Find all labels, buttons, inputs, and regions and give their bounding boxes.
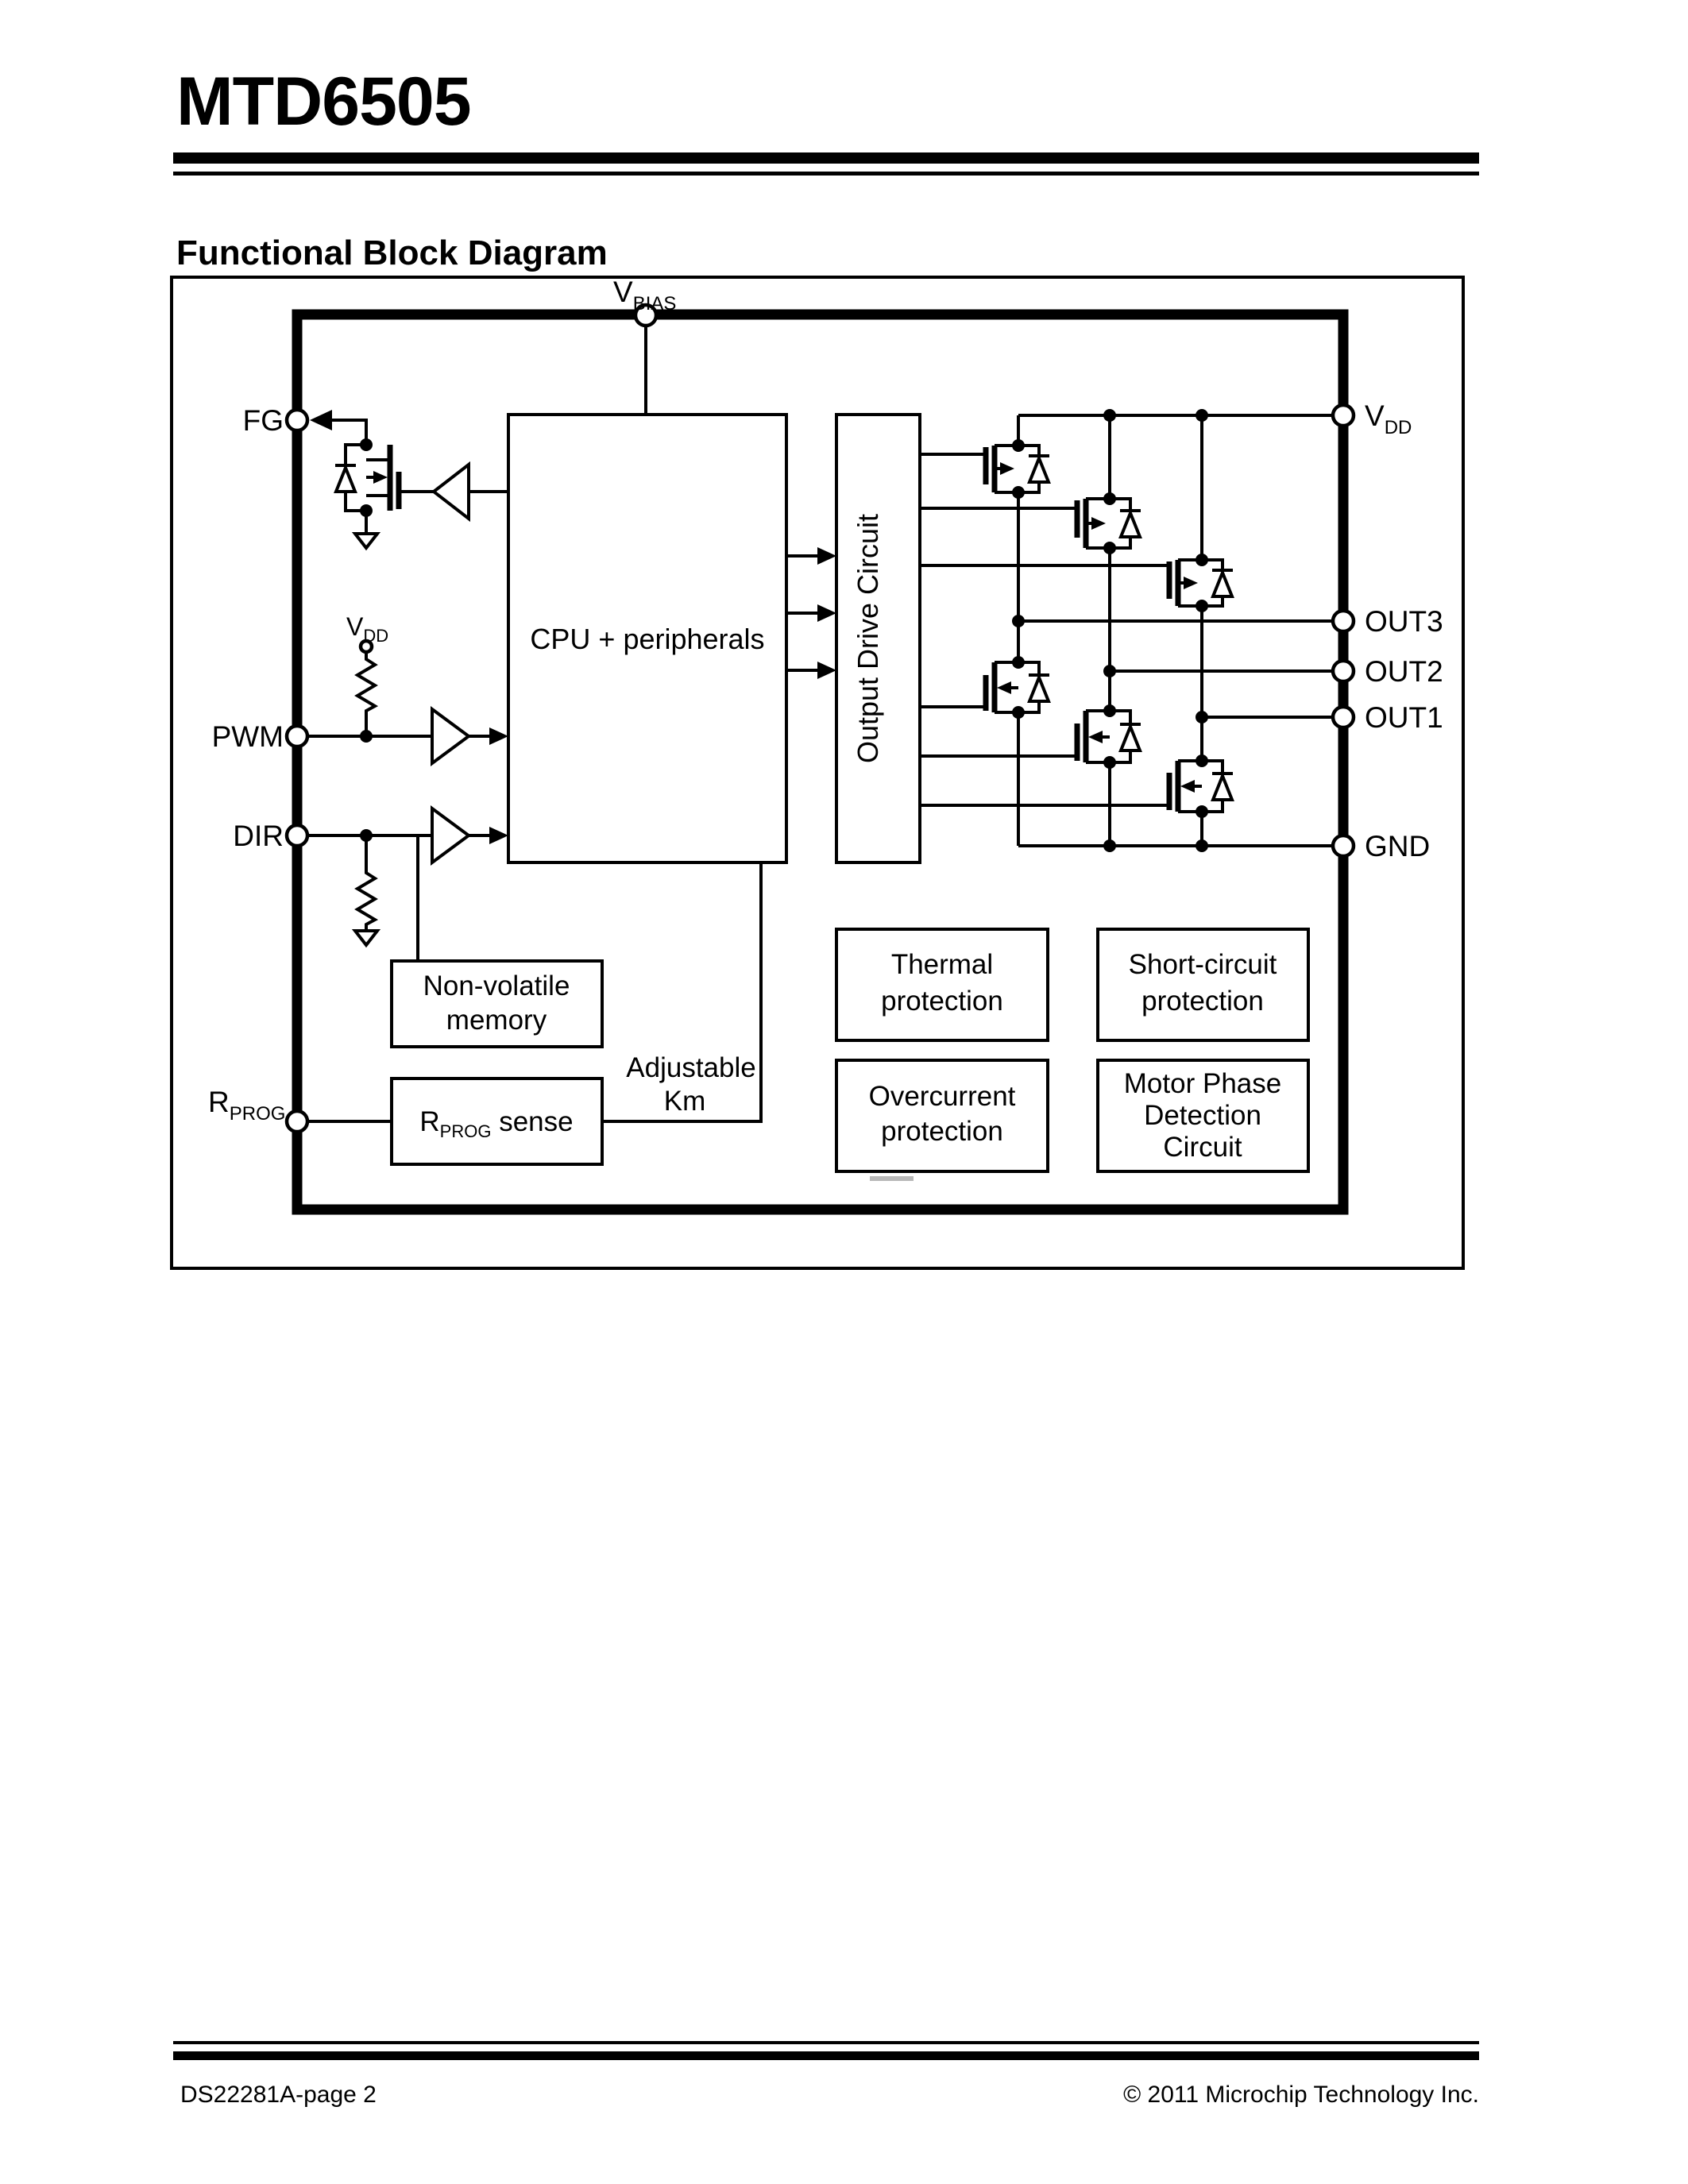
out3-label: OUT3 xyxy=(1365,605,1443,638)
cpu-block xyxy=(507,413,788,864)
adjustable-km-label-line1: Adjustable xyxy=(626,1052,755,1083)
nvm-label-line2: memory xyxy=(446,1005,547,1036)
body-diode-icon xyxy=(1211,568,1234,598)
rprog-label: RPROG xyxy=(208,1086,285,1125)
pin-dir xyxy=(284,823,310,848)
pin-vbias xyxy=(633,303,659,328)
pullup-supply-label: VDD xyxy=(346,612,388,646)
short-circuit-label-line1: Short-circuit xyxy=(1129,949,1277,980)
pin-out2 xyxy=(1331,658,1356,684)
body-arrow-icon xyxy=(1088,731,1103,743)
body-arrow-icon xyxy=(1091,517,1106,530)
overcurrent-protection-block xyxy=(835,1059,1049,1173)
page-title: MTD6505 xyxy=(176,64,471,140)
body-arrow-icon xyxy=(1184,577,1198,589)
mosfet-hs1 xyxy=(983,444,1051,494)
body-arrow-icon xyxy=(1000,462,1014,475)
out2-label: OUT2 xyxy=(1365,655,1443,688)
pwm-label: PWM xyxy=(212,720,284,753)
mosfet-hs3 xyxy=(1166,558,1234,608)
out1-label: OUT1 xyxy=(1365,701,1443,734)
ground-symbol xyxy=(351,929,381,948)
thermal-protection-block xyxy=(835,928,1049,1042)
pwm-arrow-icon xyxy=(489,727,508,745)
header-rule-thick xyxy=(173,152,1479,164)
fg-body-diode-icon xyxy=(334,463,357,493)
gate-drive-wires xyxy=(920,453,1169,807)
pin-vdd xyxy=(1331,403,1356,428)
footer-rule-thick xyxy=(173,2051,1479,2060)
section-heading: Functional Block Diagram xyxy=(176,233,608,272)
cpu-to-odc-arrows xyxy=(788,547,836,679)
fg-arrow-icon xyxy=(310,410,332,430)
vdd-label: VDD xyxy=(1365,399,1412,438)
body-arrow-icon xyxy=(1180,780,1195,793)
rprog-sense-block xyxy=(390,1077,604,1166)
nvm-block xyxy=(390,959,604,1048)
cpu-block-label: CPU + peripherals xyxy=(530,623,764,655)
vbias-label: VBIAS xyxy=(613,276,676,314)
nvm-label-line1: Non-volatile xyxy=(423,970,570,1001)
body-diode-icon xyxy=(1027,453,1051,484)
body-diode-icon xyxy=(1211,771,1234,801)
package-pins xyxy=(284,303,1356,1134)
footer-rule-thin xyxy=(173,2041,1479,2044)
pin-gnd xyxy=(1331,833,1356,859)
rprog-sense-label: RPROG sense xyxy=(419,1106,573,1141)
header-rule-thin xyxy=(173,172,1479,176)
thermal-label-line1: Thermal xyxy=(891,949,993,980)
motor-phase-label-line1: Motor Phase xyxy=(1124,1068,1281,1099)
signal-arrow-icons xyxy=(817,547,836,679)
fg-mosfet xyxy=(334,443,402,551)
pullup-resistor xyxy=(354,652,379,736)
output-drive-label: Output Drive Circuit xyxy=(852,514,884,763)
output-drive-block xyxy=(835,413,921,864)
body-diode-icon xyxy=(1118,722,1142,752)
fg-buffer xyxy=(399,461,508,523)
body-diode-icon xyxy=(1027,673,1051,703)
short-circuit-label-line2: protection xyxy=(1141,986,1264,1017)
overcurrent-label-line2: protection xyxy=(881,1116,1003,1147)
dir-input xyxy=(297,805,508,961)
fg-body-arrow-icon xyxy=(373,471,388,484)
pin-out3 xyxy=(1331,608,1356,634)
rprog-wires xyxy=(297,862,763,1123)
fg-output-wire xyxy=(310,410,368,445)
adjustable-km-label-line2: Km xyxy=(664,1086,706,1117)
footer-left: DS22281A-page 2 xyxy=(180,2082,377,2108)
thermal-label-line2: protection xyxy=(881,986,1003,1017)
pulldown-resistor xyxy=(354,835,379,931)
pin-pwm xyxy=(284,723,310,749)
gnd-label: GND xyxy=(1365,830,1430,862)
motor-phase-block xyxy=(1096,1059,1310,1173)
junction-dots xyxy=(360,409,1208,852)
footer-right: © 2011 Microchip Technology Inc. xyxy=(1123,2082,1479,2108)
dir-arrow-icon xyxy=(489,827,508,844)
buffer-triangle-icon xyxy=(431,461,470,523)
pin-fg xyxy=(284,407,310,433)
motor-phase-label-line3: Circuit xyxy=(1163,1132,1242,1163)
short-circuit-protection-block xyxy=(1096,928,1310,1042)
overcurrent-label-line1: Overcurrent xyxy=(869,1081,1016,1112)
dir-label: DIR xyxy=(233,820,284,852)
pwm-buffer-icon xyxy=(431,706,472,766)
ic-boundary xyxy=(292,309,1349,1215)
pin-rprog xyxy=(284,1109,310,1134)
fg-label: FG xyxy=(243,404,284,437)
watermark-smudge xyxy=(870,1176,914,1181)
motor-phase-label-line2: Detection xyxy=(1144,1100,1261,1131)
dir-buffer-icon xyxy=(431,805,472,866)
body-arrow-icon xyxy=(997,681,1011,694)
ground-symbol xyxy=(351,532,381,551)
body-diode-icon xyxy=(1118,508,1142,538)
pin-out1 xyxy=(1331,704,1356,730)
